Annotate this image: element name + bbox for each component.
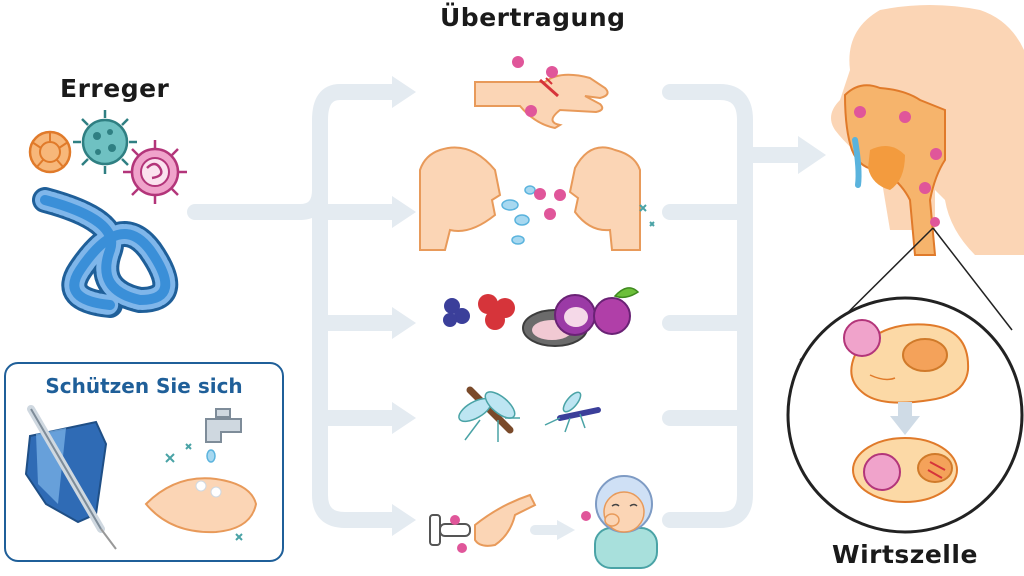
protection-title: Schützen Sie sich xyxy=(45,374,243,398)
berries-icon xyxy=(443,294,515,330)
protection-box: Schützen Sie sich xyxy=(4,362,284,562)
cell-top-icon xyxy=(843,319,970,404)
zoom-line-right xyxy=(932,227,1013,331)
teal-virus-icon xyxy=(73,110,137,174)
virus-particles-icon xyxy=(512,56,558,117)
virus-particles-icon xyxy=(534,188,566,220)
virus-particles-icon xyxy=(854,106,942,227)
mosquito-small-icon xyxy=(544,391,601,433)
sparkle-icon xyxy=(639,204,655,227)
protection-illustration xyxy=(24,405,258,550)
child-face-icon xyxy=(594,475,658,569)
receiving-head-icon xyxy=(568,146,641,251)
reaching-hand-icon xyxy=(474,493,537,547)
mosquito-large-icon xyxy=(458,386,520,442)
washing-hands-icon xyxy=(144,477,258,534)
pathogen-heading: Erreger xyxy=(60,74,170,103)
blue-filovirus-icon xyxy=(32,187,179,318)
host-cell-heading: Wirtszelle xyxy=(832,540,978,569)
vaccine-shield-icon xyxy=(24,405,117,550)
faucet-icon xyxy=(205,408,242,463)
transmission-heading: Übertragung xyxy=(440,3,626,32)
door-handle-icon xyxy=(429,514,471,546)
sneezing-head-icon xyxy=(419,146,502,251)
virus-particles-icon xyxy=(450,511,591,553)
down-arrow-icon xyxy=(890,402,920,435)
droplets-icon xyxy=(501,185,536,245)
orange-virus-icon xyxy=(28,130,72,174)
sparkle-icon xyxy=(165,443,243,541)
pink-virus-icon xyxy=(123,140,187,204)
cell-infected-icon xyxy=(852,437,958,503)
hand-wound-icon xyxy=(474,73,609,130)
fruit-icon xyxy=(554,287,640,336)
